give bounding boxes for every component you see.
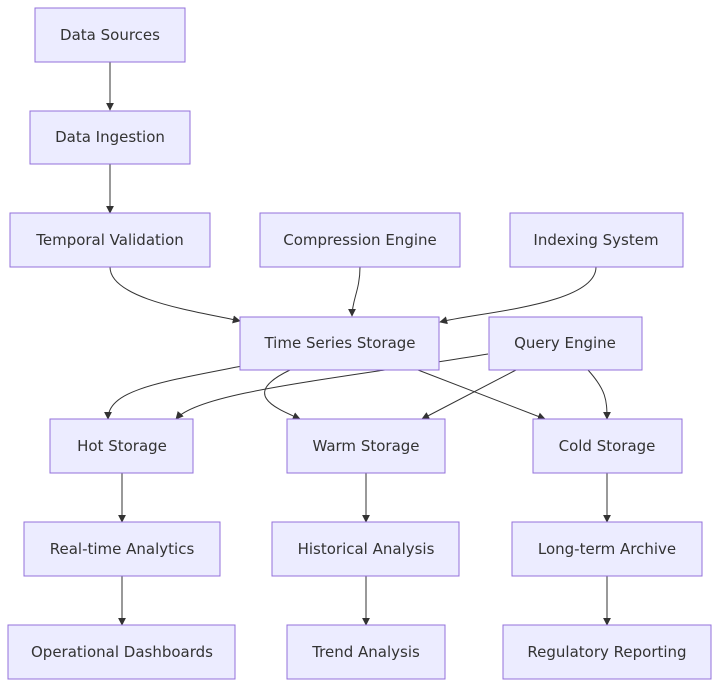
node-data-sources-label: Data Sources bbox=[60, 26, 160, 44]
node-hot-storage: Hot Storage bbox=[49, 418, 194, 474]
node-operational-dashboards: Operational Dashboards bbox=[7, 624, 236, 680]
edge-temporal-validation-to-time-series-storage bbox=[109, 266, 241, 324]
node-regulatory-reporting: Regulatory Reporting bbox=[502, 624, 712, 680]
edge-query-engine-to-warm-storage bbox=[421, 369, 517, 420]
node-historical-analysis-label: Historical Analysis bbox=[298, 540, 435, 558]
node-time-series-storage-label: Time Series Storage bbox=[263, 334, 415, 352]
node-warm-storage: Warm Storage bbox=[286, 418, 446, 474]
node-longterm-archive-label: Long-term Archive bbox=[538, 540, 676, 558]
node-temporal-validation-label: Temporal Validation bbox=[35, 231, 184, 249]
node-compression-engine-label: Compression Engine bbox=[283, 231, 437, 249]
node-data-sources: Data Sources bbox=[34, 7, 186, 63]
node-hot-storage-label: Hot Storage bbox=[77, 437, 167, 455]
node-operational-dashboards-label: Operational Dashboards bbox=[31, 643, 213, 661]
node-temporal-validation: Temporal Validation bbox=[9, 212, 211, 268]
node-longterm-archive: Long-term Archive bbox=[511, 521, 703, 577]
node-realtime-analytics-label: Real-time Analytics bbox=[50, 540, 195, 558]
node-query-engine-label: Query Engine bbox=[514, 334, 616, 352]
node-realtime-analytics: Real-time Analytics bbox=[23, 521, 221, 577]
node-historical-analysis: Historical Analysis bbox=[271, 521, 460, 577]
edge-time-series-storage-to-hot-storage bbox=[104, 365, 243, 420]
edge-time-series-storage-to-warm-storage bbox=[264, 369, 301, 420]
node-cold-storage-label: Cold Storage bbox=[559, 437, 656, 455]
node-indexing-system-label: Indexing System bbox=[533, 231, 658, 249]
node-time-series-storage: Time Series Storage bbox=[239, 316, 440, 371]
node-data-ingestion-label: Data Ingestion bbox=[55, 128, 165, 146]
node-query-engine: Query Engine bbox=[488, 316, 643, 371]
edges bbox=[104, 62, 611, 626]
node-data-ingestion: Data Ingestion bbox=[29, 110, 191, 165]
node-compression-engine: Compression Engine bbox=[259, 212, 461, 268]
edge-compression-engine-to-time-series-storage bbox=[348, 266, 361, 317]
node-warm-storage-label: Warm Storage bbox=[312, 437, 419, 455]
node-cold-storage: Cold Storage bbox=[532, 418, 683, 474]
edge-indexing-system-to-time-series-storage bbox=[439, 266, 597, 325]
node-indexing-system: Indexing System bbox=[509, 212, 684, 268]
edge-query-engine-to-cold-storage bbox=[587, 369, 611, 420]
node-trend-analysis: Trend Analysis bbox=[286, 624, 446, 680]
node-trend-analysis-label: Trend Analysis bbox=[311, 643, 420, 661]
node-regulatory-reporting-label: Regulatory Reporting bbox=[527, 643, 686, 661]
edge-time-series-storage-to-cold-storage bbox=[417, 369, 546, 421]
